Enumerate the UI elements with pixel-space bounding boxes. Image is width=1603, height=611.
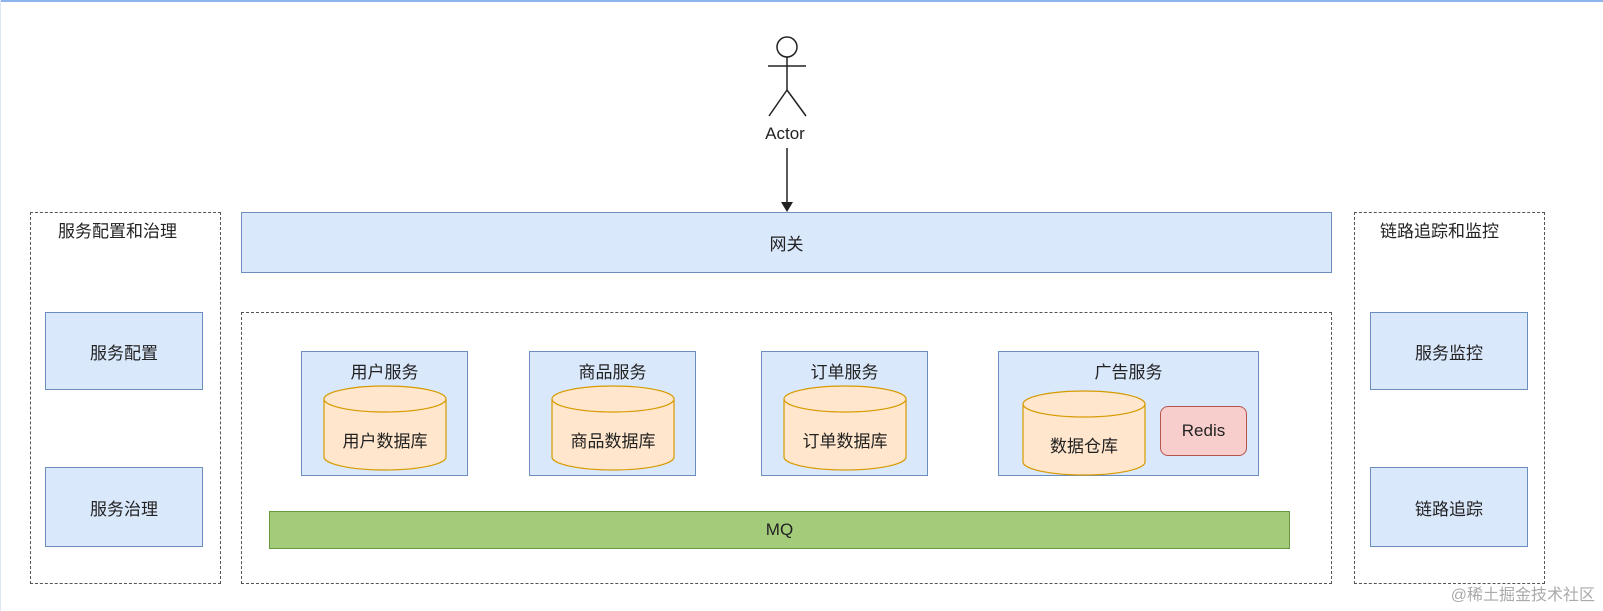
- service-config-box: 服务配置: [45, 312, 203, 390]
- data-warehouse-label: 数据仓库: [1050, 437, 1118, 456]
- watermark: @稀土掘金技术社区: [1450, 587, 1595, 604]
- services-container: [241, 312, 1332, 584]
- mq-bar: MQ: [269, 511, 1290, 549]
- service-governance-box: 服务治理: [45, 467, 203, 547]
- user-database-label: 用户数据库: [342, 432, 428, 451]
- top-border: [0, 0, 1603, 2]
- actor-label: Actor: [765, 124, 805, 143]
- gateway-box: 网关: [241, 212, 1332, 273]
- product-service-title: 商品服务: [578, 363, 647, 382]
- service-monitor-box: 服务监控: [1370, 312, 1528, 390]
- user-service-box: 用户服务 用户数据库: [301, 351, 468, 476]
- left-border: [0, 0, 1, 611]
- right-group-title: 链路追踪和监控: [1380, 222, 1499, 241]
- user-database: 用户数据库: [323, 385, 447, 471]
- order-database: 订单数据库: [783, 385, 907, 471]
- redis-box: Redis: [1160, 406, 1247, 456]
- product-service-box: 商品服务 商品数据库: [529, 351, 696, 476]
- product-database: 商品数据库: [551, 385, 675, 471]
- left-group-container: [30, 212, 221, 584]
- ad-service-title: 广告服务: [1094, 363, 1163, 382]
- ad-service-box: 广告服务 数据仓库 Redis: [998, 351, 1259, 476]
- left-group-title: 服务配置和治理: [58, 222, 177, 241]
- product-database-label: 商品数据库: [570, 432, 656, 451]
- trace-box: 链路追踪: [1370, 467, 1528, 547]
- order-service-title: 订单服务: [810, 363, 879, 382]
- data-warehouse: 数据仓库: [1022, 390, 1146, 476]
- right-group-container: [1354, 212, 1545, 584]
- order-service-box: 订单服务 订单数据库: [761, 351, 928, 476]
- user-service-title: 用户服务: [350, 363, 419, 382]
- order-database-label: 订单数据库: [802, 432, 888, 451]
